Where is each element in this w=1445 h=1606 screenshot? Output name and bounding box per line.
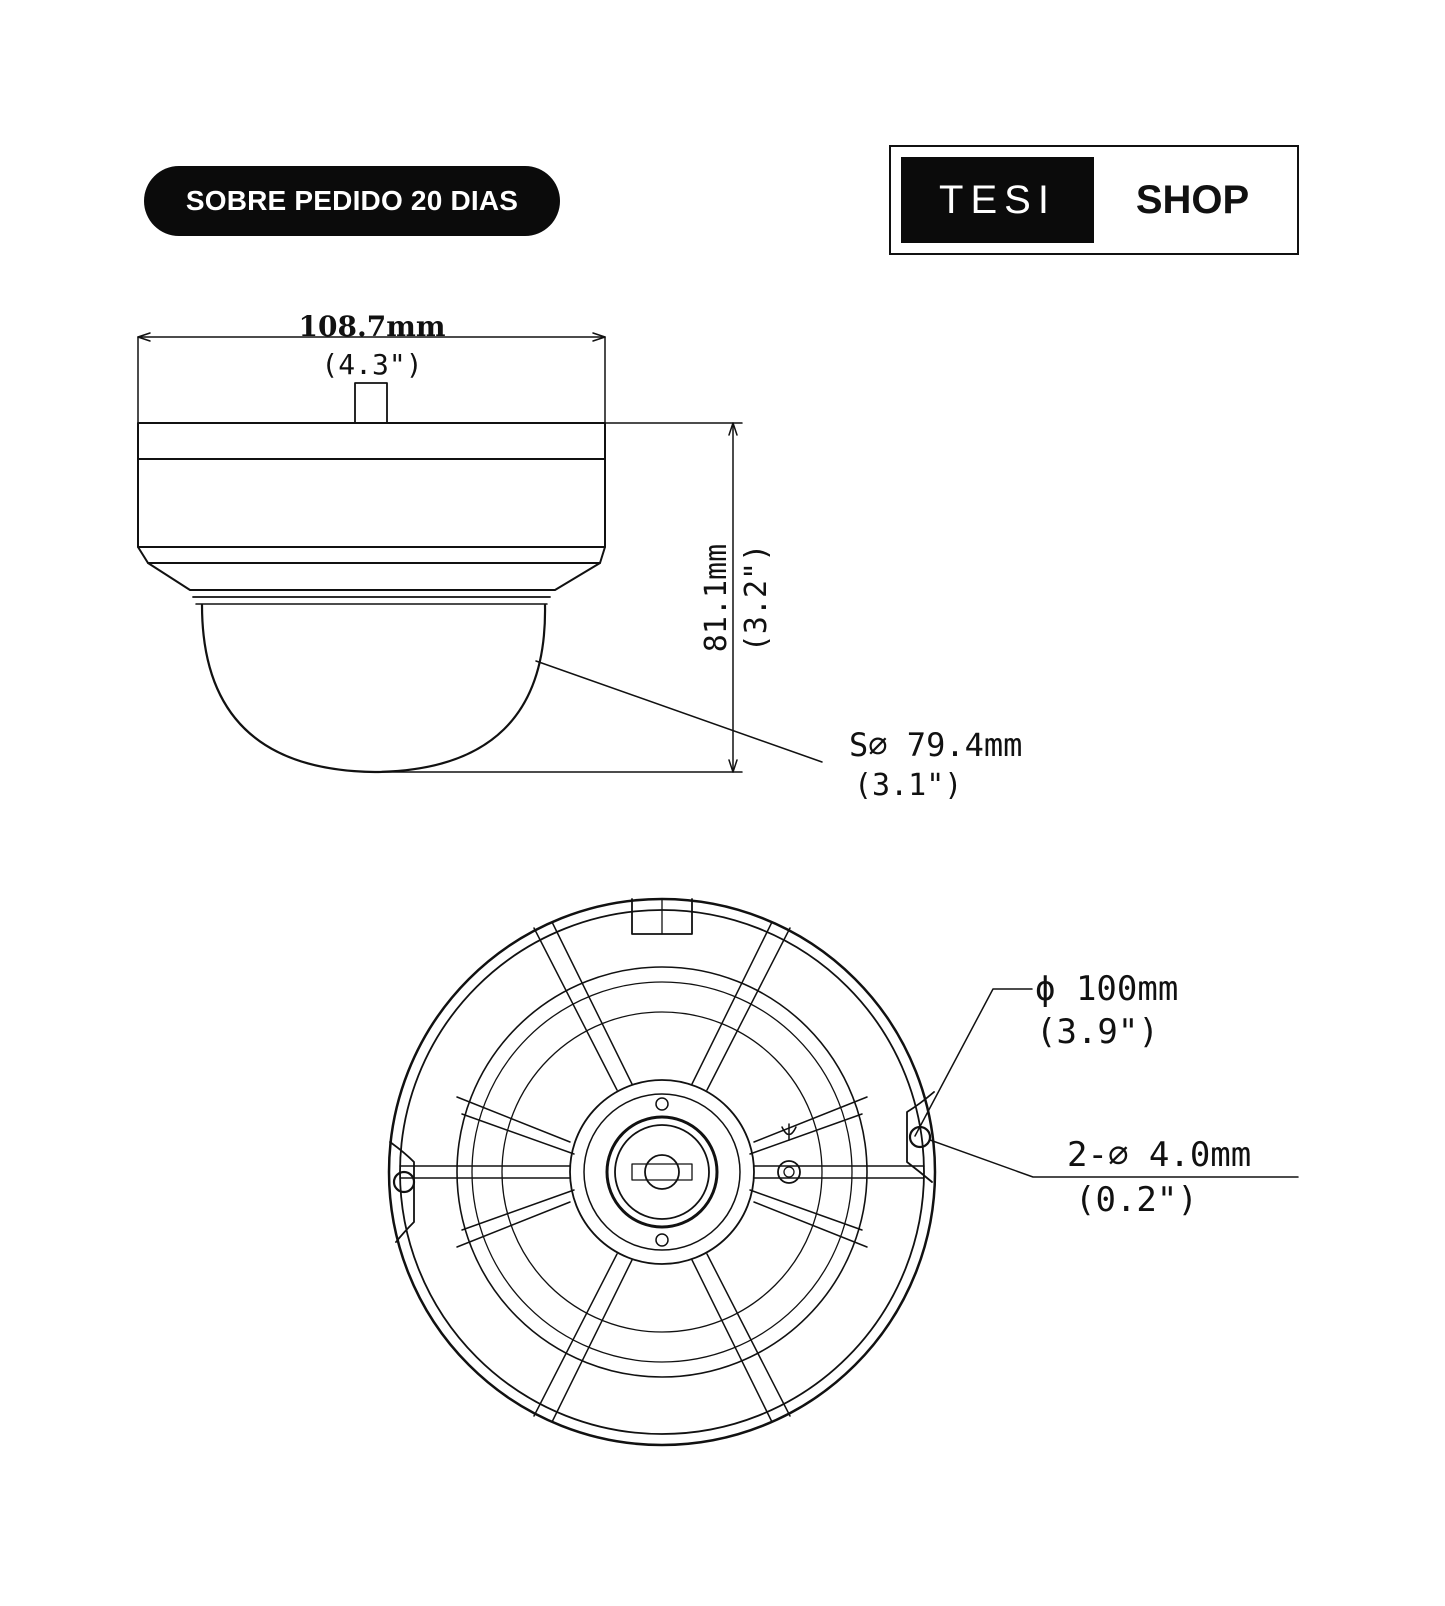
dome-inch-label: (3.1") [854,768,962,803]
bottom-view [387,897,937,1447]
width-mm-label: 108.7mm [299,310,446,343]
dome-mm-label: S∅ 79.4mm [849,726,1022,764]
height-inch-label: (3.2") [739,544,774,652]
base-diameter-inch-label: (3.9") [1036,1012,1159,1052]
housing-body [137,458,606,548]
logo-left-text: TESI [939,177,1056,222]
logo-left-block: TESI [901,157,1094,243]
availability-badge: SOBRE PEDIDO 20 DIAS [144,166,560,236]
left-mount-hole [392,1170,416,1194]
base-ribs [399,921,925,1423]
logo-right-text: SHOP [1135,177,1250,222]
base-outer-ring [387,897,937,1447]
housing-bevel [137,546,606,564]
brand-logo: TESI SHOP [889,145,1299,255]
diameter-leader-line [914,988,1033,1137]
dome-leader-line [535,660,823,763]
center-ring [569,1079,755,1265]
base-diameter-mm-label: ϕ 100mm [1035,969,1178,1009]
center-hub [605,1115,719,1229]
availability-badge-label: SOBRE PEDIDO 20 DIAS [185,185,519,216]
housing-top-band [137,422,606,460]
height-mm-label: 81.1mm [699,544,734,652]
holes-mm-label: 2-∅ 4.0mm [1067,1135,1251,1175]
side-view [137,332,823,774]
dome-outline [200,603,547,774]
width-inch-label: (4.3") [321,348,422,381]
logo-right-block: SHOP [1094,157,1291,243]
right-mount-tab [906,1091,935,1183]
left-mount-tab [389,1141,415,1243]
holes-inch-label: (0.2") [1075,1180,1198,1220]
cable-stub [354,382,388,424]
holes-leader-line [929,1139,1299,1178]
ground-symbol-icon [781,1123,797,1141]
